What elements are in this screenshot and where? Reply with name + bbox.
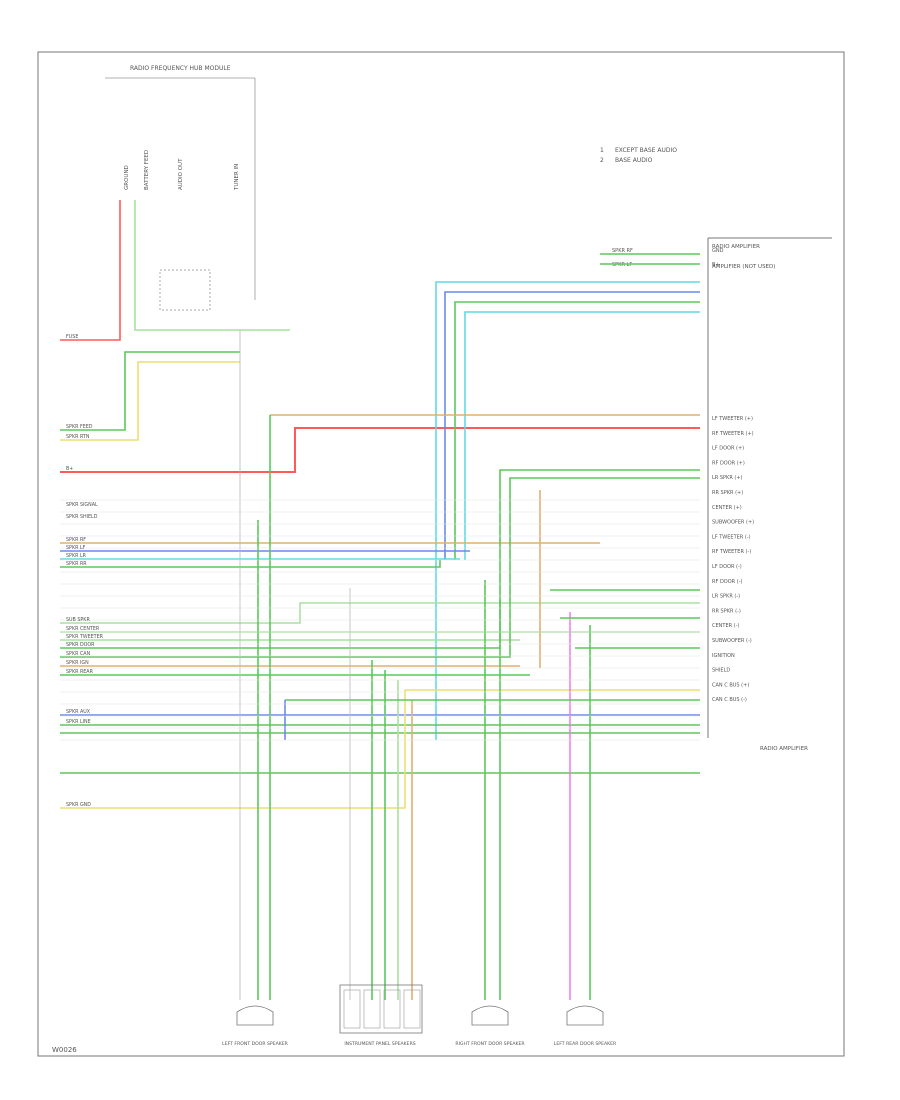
wire-blue (444, 291, 700, 560)
speaker-cell (403, 989, 421, 1029)
bottom-component-label: RIGHT FRONT DOOR SPEAKER (455, 1041, 525, 1047)
bottom-component-label: LEFT FRONT DOOR SPEAKER (222, 1041, 289, 1047)
legend-text-2: BASE AUDIO (615, 157, 653, 164)
amplifier-pin-label: RF DOOR (-) (712, 579, 742, 585)
left-connector-label: SPKR DOOR (66, 642, 95, 648)
top-label-tuner: TUNER IN (234, 164, 240, 191)
amplifier-pin-label: LF TWEETER (+) (712, 416, 753, 422)
amplifier-pin-label: LF DOOR (-) (712, 564, 742, 570)
top-module-header: RADIO FREQUENCY HUB MODULE (130, 65, 231, 72)
left-connector-label: SPKR LINE (66, 719, 91, 725)
amplifier-pin-label: LF DOOR (+) (712, 446, 744, 452)
amplifier-pin-label: LF TWEETER (-) (712, 534, 751, 540)
amplifier-pin-label: CENTER (-) (712, 623, 739, 629)
wire-lightgreen (134, 200, 290, 331)
amplifier-sub: AMPLIFIER (NOT USED) (712, 264, 775, 270)
wires (60, 200, 700, 1000)
left-connector-label: SPKR RR (66, 561, 87, 567)
left-connector-label: SPKR SHIELD (66, 514, 98, 520)
amplifier-pin-label: RR SPKR (+) (712, 490, 743, 496)
left-connector-label: SPKR SIGNAL (66, 502, 98, 508)
amplifier-pin-label: LR SPKR (+) (712, 475, 743, 481)
top-label-audio: AUDIO OUT (178, 158, 184, 190)
bottom-component: RIGHT FRONT DOOR SPEAKER (455, 1005, 525, 1047)
wire-yellow (60, 689, 700, 809)
amplifier-pin-label: SHIELD (712, 668, 730, 674)
wire-cyan (435, 281, 700, 740)
bottom-components: LEFT FRONT DOOR SPEAKER INSTRUMENT PANEL … (222, 984, 617, 1047)
wire-red (60, 200, 121, 341)
left-connector-label: SPKR LR (66, 553, 87, 559)
top-module: RADIO FREQUENCY HUB MODULE GROUND BATTER… (105, 65, 256, 311)
amplifier-top-pin-wire: SPKR RF (612, 248, 633, 254)
left-connector-labels: FUSE SPKR FEED SPKR RTN B+ SPKR SIGNAL SPKR S… (66, 334, 104, 808)
bottom-component-label: LEFT REAR DOOR SPEAKER (554, 1041, 617, 1047)
amplifier-pin-label: RF DOOR (+) (712, 460, 745, 466)
footer-code: W0026 (52, 1046, 77, 1054)
left-connector-label: SUB SPKR (66, 617, 90, 623)
wire-green (454, 301, 700, 560)
legend-key-1: 1 (600, 147, 604, 154)
amplifier-pin-label: CAN C BUS (+) (712, 682, 749, 688)
left-connector-label: SPKR FEED (66, 424, 93, 430)
amplifier-top-pin-wire: SPKR LF (612, 262, 632, 268)
speaker-cell (383, 989, 401, 1029)
wire-red (60, 427, 700, 473)
amplifier-pin-label: SUBWOOFER (-) (712, 638, 752, 644)
top-relay-box (159, 269, 211, 311)
left-connector-label: SPKR REAR (66, 669, 94, 675)
speaker-symbol (566, 1005, 604, 1026)
legend-key-2: 2 (600, 157, 604, 164)
amplifier-pin-label: SUBWOOFER (+) (712, 520, 754, 526)
bottom-component: LEFT FRONT DOOR SPEAKER (222, 1005, 289, 1047)
speaker-symbol (236, 1005, 274, 1026)
left-connector-label: SPKR AUX (66, 709, 91, 715)
speaker-symbol (471, 1005, 509, 1026)
amplifier-pins: LF TWEETER (+) RF TWEETER (+) LF DOOR (+) R… (712, 416, 754, 703)
top-label-ground: GROUND (124, 165, 130, 190)
left-connector-label: SPKR RF (66, 537, 86, 543)
speaker-cell (363, 989, 381, 1029)
amplifier-pin-label: CAN C BUS (-) (712, 697, 747, 703)
left-connector-label: FUSE (66, 334, 78, 340)
bottom-component: LEFT REAR DOOR SPEAKER (554, 1005, 617, 1047)
legend: 1 EXCEPT BASE AUDIO 2 BASE AUDIO (600, 147, 677, 164)
left-connector-label: SPKR LF (66, 545, 86, 551)
amplifier-top-pin-label: GND (712, 248, 724, 254)
left-connector-label: SPKR IGN (66, 660, 89, 666)
wire-yellow (60, 361, 240, 441)
amplifier-pin-label: RF TWEETER (-) (712, 549, 751, 555)
left-connector-label: B+ (66, 466, 73, 472)
diagram-frame (37, 51, 845, 1057)
wire-green (60, 351, 240, 431)
speaker-group-box (339, 984, 423, 1034)
legend-text-1: EXCEPT BASE AUDIO (615, 147, 677, 154)
wire-green (60, 560, 441, 568)
speaker-cell (343, 989, 361, 1029)
top-label-battery: BATTERY FEED (144, 150, 150, 190)
left-connector-label: SPKR CAN (66, 651, 91, 657)
amplifier-bottom-label: RADIO AMPLIFIER (760, 746, 808, 752)
wire-cyan (464, 311, 700, 560)
amplifier-pin-label: RR SPKR (-) (712, 608, 741, 614)
radio-amplifier: RADIO AMPLIFIER AMPLIFIER (NOT USED) RAD… (612, 237, 832, 752)
wire-green (60, 469, 700, 649)
amplifier-pin-label: IGNITION (712, 653, 735, 659)
left-connector-label: SPKR RTN (66, 434, 90, 440)
bottom-component-label: INSTRUMENT PANEL SPEAKERS (344, 1041, 415, 1047)
amplifier-top-pins: GND SPKR RF B+ SPKR LF (612, 248, 724, 268)
left-connector-label: SPKR GND (66, 802, 91, 808)
amplifier-pin-label: LR SPKR (-) (712, 594, 740, 600)
left-connector-label: SPKR TWEETER (66, 634, 104, 640)
amplifier-name: RADIO AMPLIFIER (712, 244, 760, 250)
amplifier-top-pin-label: B+ (712, 262, 720, 268)
left-connector-label: SPKR CENTER (66, 626, 100, 632)
wire-green (60, 477, 700, 658)
amplifier-pin-label: CENTER (+) (712, 505, 742, 511)
bottom-component: INSTRUMENT PANEL SPEAKERS (339, 984, 423, 1047)
amplifier-pin-label: RF TWEETER (+) (712, 431, 754, 437)
